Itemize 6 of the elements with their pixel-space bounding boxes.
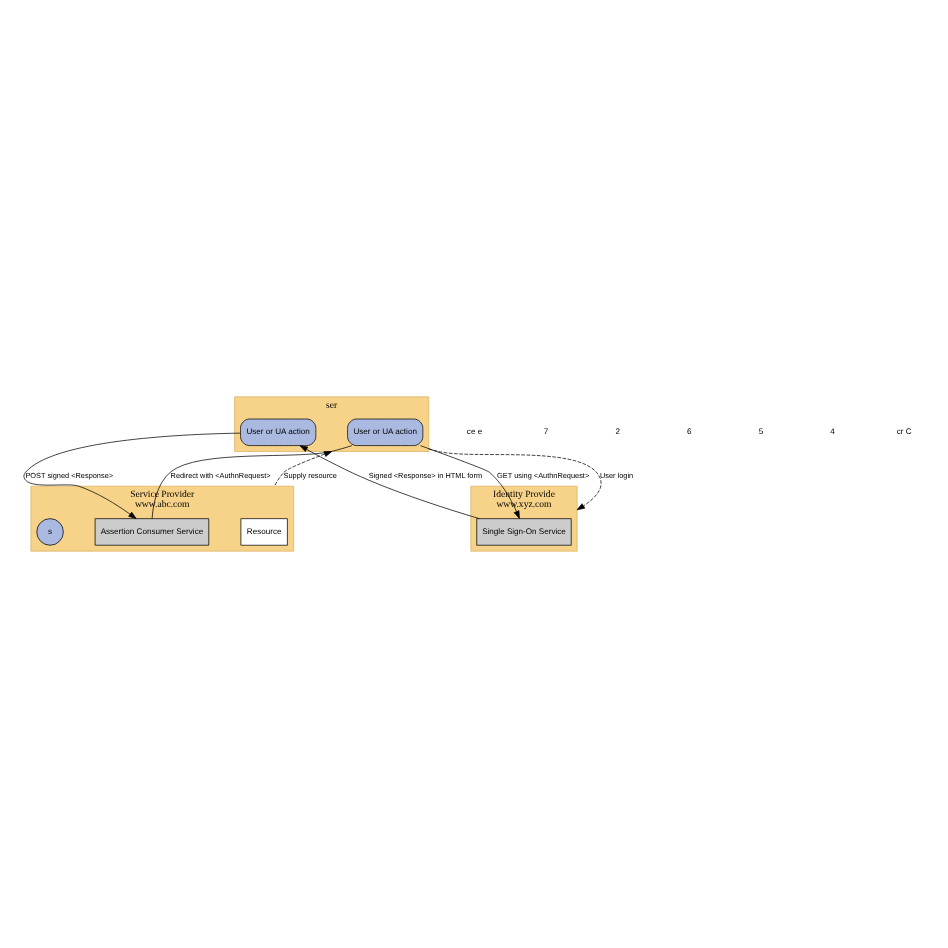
arrow — [299, 445, 480, 519]
arrow — [23, 432, 241, 519]
arrow — [274, 451, 333, 487]
connector — [151, 445, 353, 519]
arrow — [428, 448, 602, 511]
arrow — [420, 445, 520, 519]
